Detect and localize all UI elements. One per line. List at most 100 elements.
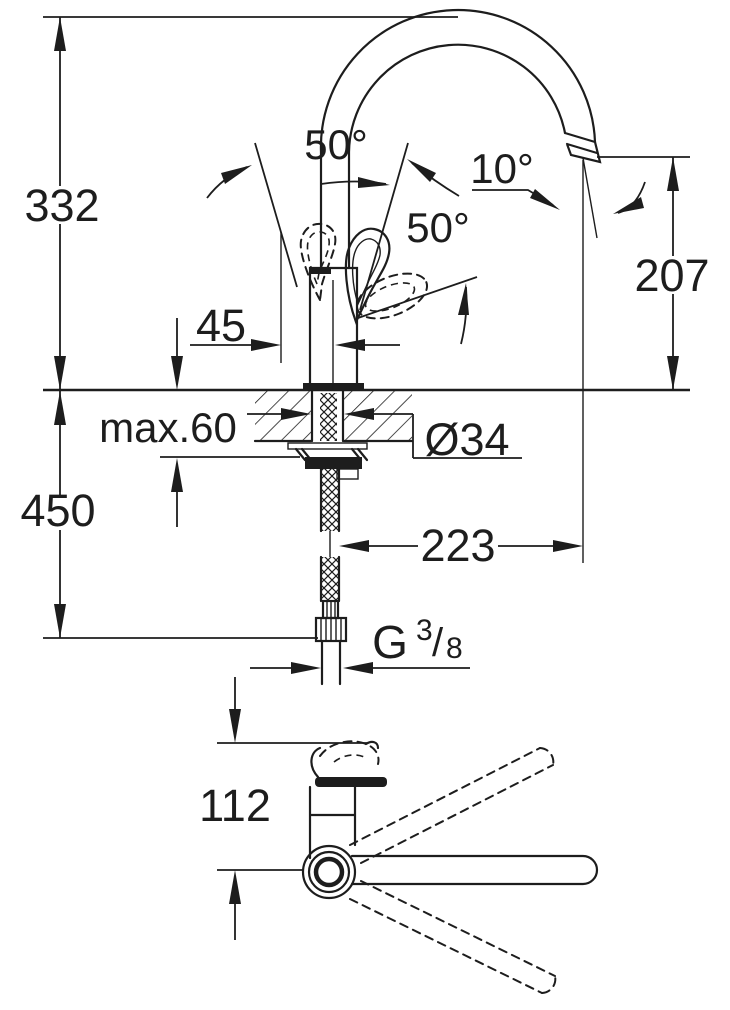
arrowhead <box>171 458 183 492</box>
arrowhead <box>281 408 311 420</box>
hose-end-tube <box>320 639 342 686</box>
dimension-112: 112 <box>199 677 367 940</box>
arrowhead <box>407 159 436 182</box>
dimension-hole-diameter: Ø34 <box>247 408 522 465</box>
locknut <box>305 457 362 469</box>
supply-hose <box>314 467 348 686</box>
arrowhead <box>553 540 583 552</box>
spout-inner-arc <box>347 43 567 270</box>
spout-aerator-tip <box>563 131 602 164</box>
spout-swivel-up-line2 <box>360 764 554 864</box>
top-view-lever-bar <box>315 777 387 787</box>
angle-label-50-upper: 50° <box>304 121 368 168</box>
handle-lever-left-dashed <box>299 222 337 304</box>
dim-label-223: 223 <box>420 520 495 571</box>
pivot-mid-circle <box>307 850 351 894</box>
dim-label-450: 450 <box>20 485 95 536</box>
hose-edges-lower <box>319 555 341 603</box>
stream-axis-line <box>582 157 598 239</box>
hose-edges-upper <box>319 467 341 533</box>
angle-50-lower: 50° <box>406 159 470 345</box>
swing-line-right <box>359 142 409 311</box>
body-outline <box>308 266 359 385</box>
dimension-45: 45 <box>190 232 400 390</box>
dimension-332: 332 <box>24 16 458 390</box>
thread-label-g: G <box>372 616 408 668</box>
arrowhead <box>343 662 373 674</box>
arrowhead <box>54 17 66 51</box>
arrowhead <box>358 177 390 188</box>
arrowhead <box>344 408 374 420</box>
leader-lines <box>247 413 522 459</box>
arrowhead <box>221 165 252 184</box>
spout-swivel-up-line1 <box>349 747 541 846</box>
lever-down-outer <box>355 272 429 320</box>
lever-left-inner <box>306 231 330 287</box>
arrowhead <box>530 189 560 210</box>
angle-label-50-lower: 50° <box>406 204 470 251</box>
dimension-450: 450 <box>20 391 318 639</box>
arrowhead <box>667 157 679 191</box>
arrowhead <box>291 662 321 674</box>
spout-swivel-up-cap <box>539 747 555 766</box>
hose-braid-lower <box>321 557 339 601</box>
top-view-body <box>308 785 357 860</box>
arrowhead <box>667 356 679 390</box>
dim-label-o34: Ø34 <box>424 414 509 465</box>
dim-label-112: 112 <box>199 780 271 831</box>
arrowhead <box>458 283 469 315</box>
dim-label-332: 332 <box>24 180 99 231</box>
arrowhead <box>171 356 183 390</box>
swing-line-lower <box>357 276 478 319</box>
thread-label-denominator: 8 <box>446 632 463 665</box>
locknut-tab <box>336 468 359 480</box>
dim-label-max60: max.60 <box>99 404 237 451</box>
arrowhead <box>54 356 66 390</box>
swing-line-left <box>254 142 298 288</box>
top-view-lever-solid-curl <box>310 746 322 779</box>
handle-lever-down-dashed <box>355 272 429 320</box>
arrowhead <box>339 540 369 552</box>
arrowhead <box>54 604 66 638</box>
horseshoe-washer <box>287 442 368 450</box>
washer-legs <box>294 447 369 462</box>
top-view-spout-solid <box>350 854 599 886</box>
arrowhead <box>613 197 644 214</box>
arrowhead <box>251 339 281 351</box>
mounting-shank <box>287 389 369 480</box>
pivot-outer-circle <box>301 844 357 900</box>
top-view-lever-hook <box>364 740 380 750</box>
lever-down-inner <box>364 282 416 312</box>
arrowhead <box>54 391 66 425</box>
spout-swivel-down-line2 <box>360 880 556 977</box>
spout-outline <box>319 8 602 270</box>
nipple-threads <box>326 601 336 618</box>
dim-label-207: 207 <box>634 250 709 301</box>
top-view-lever-dashed-inner <box>333 754 367 763</box>
angle-label-10: 10° <box>470 145 534 192</box>
dimension-207: 207 <box>597 156 710 390</box>
thread-label-numerator: 3 <box>416 614 433 647</box>
thread-label-slash: / <box>432 621 444 665</box>
angle-50-upper: 50° <box>206 121 390 199</box>
shank-sides <box>310 389 345 443</box>
shank-thread-pattern <box>320 393 337 441</box>
dimension-max60: max.60 <box>99 318 300 527</box>
countertop-section <box>43 388 690 443</box>
arrowhead <box>335 339 365 351</box>
dimension-223: 223 <box>339 160 584 571</box>
angle-10-spout: 10° <box>470 145 646 239</box>
top-view-lever-dashed <box>319 740 380 765</box>
handle-lever-neutral <box>344 227 391 325</box>
arrowhead <box>229 870 241 904</box>
spout-outer-arc <box>319 8 597 270</box>
front-view <box>43 8 690 686</box>
pivot-inner-circle <box>313 856 345 888</box>
dim-label-45: 45 <box>196 300 246 351</box>
lever-loop-outer <box>344 227 391 325</box>
arrowhead <box>229 709 241 743</box>
dimension-thread-g38: G 3 / 8 <box>250 614 470 674</box>
lever-left-outer <box>299 222 337 304</box>
